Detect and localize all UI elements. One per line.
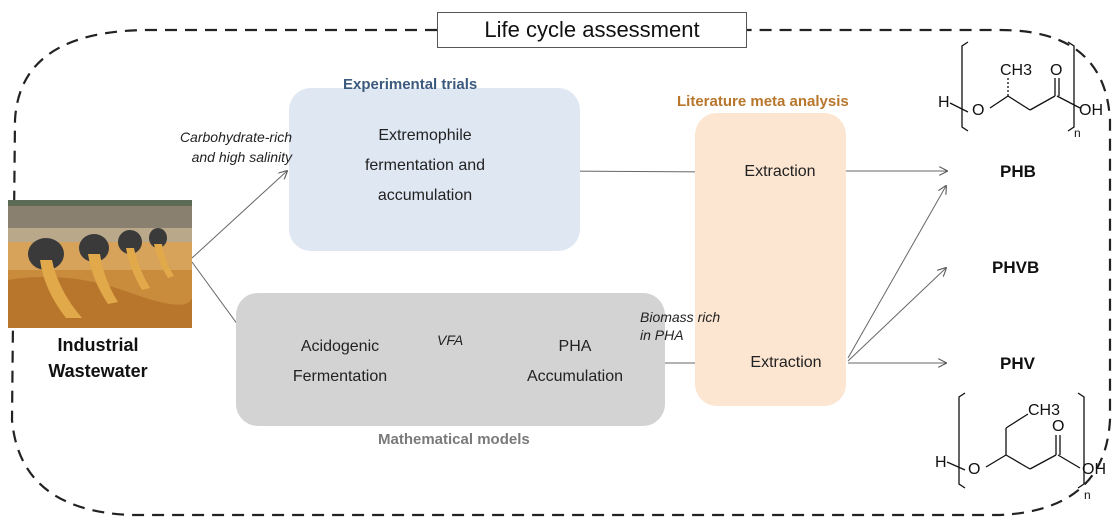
source-label: Industrial Wastewater [18, 332, 178, 384]
node-pha-accumulation: PHA Accumulation [505, 332, 645, 392]
arrow-extraction-phvb [847, 268, 946, 362]
edge-label-carbohydrate-line2: and high salinity [191, 149, 292, 165]
wastewater-pipes-photo [8, 200, 192, 328]
phb-structure [949, 41, 1081, 132]
title-lca: Life cycle assessment [437, 12, 747, 48]
phv-structure [946, 392, 1085, 489]
mathematical-box [236, 293, 665, 426]
phb-oh-label: OH [1079, 102, 1103, 119]
literature-box [695, 113, 846, 406]
phb-carbonyl-o-label: O [1050, 62, 1063, 79]
label-literature: Literature meta analysis [677, 93, 849, 110]
node-acidogenic-line2: Fermentation [292, 368, 388, 385]
edge-label-carbohydrate-line1: Carbohydrate-rich [179, 129, 292, 145]
phb-o-label: O [972, 102, 985, 119]
source-line2: Wastewater [48, 361, 148, 381]
node-extremophile: Extremophile fermentation and accumulati… [320, 121, 530, 211]
edge-label-biomass-line1: Biomass rich [640, 309, 721, 325]
edge-label-biomass-line2: in PHA [640, 327, 684, 343]
node-extraction-top: Extraction [744, 163, 816, 180]
label-experimental: Experimental trials [343, 76, 478, 93]
label-mathematical: Mathematical models [378, 431, 530, 448]
edge-label-carbohydrate: Carbohydrate-rich and high salinity [160, 127, 292, 167]
node-pha-line1: PHA [558, 338, 592, 355]
edge-label-biomass: Biomass rich in PHA [640, 308, 730, 344]
phb-h-label: H [938, 94, 950, 111]
node-acidogenic: Acidogenic Fermentation [270, 332, 410, 392]
arrow-to-experimental [191, 171, 287, 259]
arrow-extraction-phb-2 [847, 186, 946, 359]
phv-o-label: O [968, 461, 981, 478]
experimental-box [289, 88, 580, 251]
arrow-experimental-extraction [551, 171, 721, 172]
phv-carbonyl-o-label: O [1052, 418, 1065, 435]
node-extremophile-line3: accumulation [377, 187, 473, 204]
wastewater-photo [8, 200, 192, 328]
node-acidogenic-line1: Acidogenic [300, 338, 380, 355]
source-line1: Industrial [57, 335, 139, 355]
phb-ch3-label: CH3 [1000, 62, 1033, 79]
edge-label-vfa: VFA [437, 332, 464, 348]
node-extremophile-line2: fermentation and [364, 157, 486, 174]
phv-oh-label: OH [1082, 461, 1106, 478]
product-phvb: PHVB [992, 258, 1040, 277]
product-phb: PHB [1000, 162, 1036, 181]
phv-h-label: H [935, 454, 947, 471]
phv-n-label: n [1084, 488, 1091, 502]
node-extraction-bottom: Extraction [750, 354, 822, 371]
product-phv: PHV [1000, 354, 1035, 373]
node-extremophile-line1: Extremophile [378, 127, 472, 144]
phv-ch3-label: CH3 [1028, 402, 1061, 419]
node-pha-line2: Accumulation [526, 368, 624, 385]
phb-n-label: n [1074, 126, 1081, 140]
